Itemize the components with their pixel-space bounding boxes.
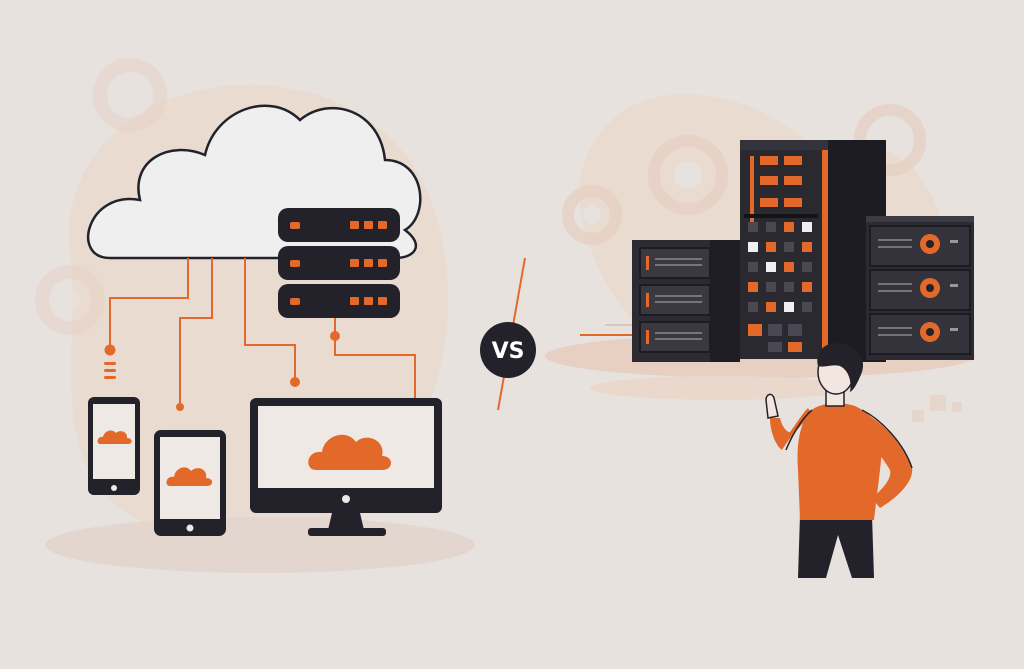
cloud-computing-scene <box>35 58 475 573</box>
left-ground-shadow <box>45 517 475 573</box>
gear-center <box>583 161 702 224</box>
vs-label: VS <box>492 339 525 364</box>
connector-nodes <box>104 331 340 411</box>
smartphone-icon <box>88 397 140 495</box>
server-rack-icon <box>632 240 740 362</box>
rack-lights <box>744 156 818 352</box>
server-rack-icon <box>866 216 974 360</box>
tablet-icon <box>154 430 226 536</box>
gear-icon <box>59 83 142 311</box>
person-icon <box>765 343 913 578</box>
server-stack-icon <box>278 208 400 318</box>
monitor-icon <box>250 398 442 536</box>
right-ground-shadow-2 <box>590 376 850 400</box>
decorative-squares <box>912 395 962 422</box>
gear-icon <box>35 58 167 335</box>
vs-badge-icon: VS <box>480 257 536 411</box>
on-premise-scene <box>545 93 975 578</box>
server-rack-icon <box>740 140 886 362</box>
